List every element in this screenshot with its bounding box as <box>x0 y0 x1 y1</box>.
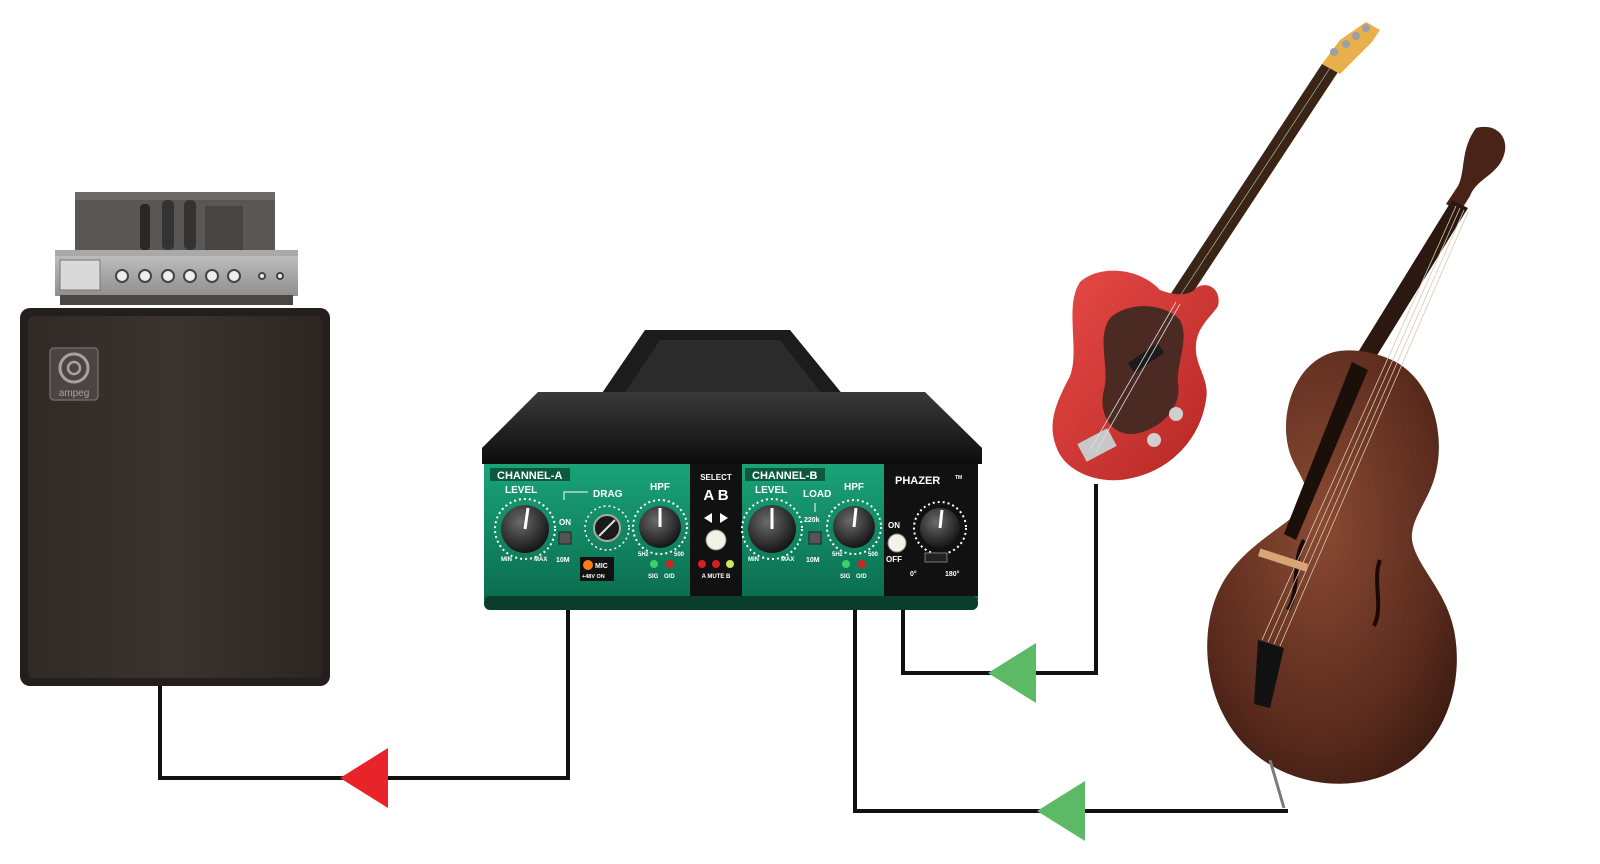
arrow-input-green-upright <box>1037 781 1085 841</box>
channel-b-level-knob[interactable] <box>741 498 803 560</box>
channel-b-hpf-500: 500 <box>868 552 879 558</box>
channel-a-sig-label: SIG <box>648 574 659 580</box>
mute-a-led <box>698 560 706 568</box>
channel-a-hpf-5hz: 5Hz <box>638 552 649 558</box>
di-box-chassis <box>482 392 982 464</box>
drag-trim-knob[interactable] <box>584 505 630 551</box>
select-footswitch[interactable] <box>705 529 727 551</box>
arrow-output-red <box>340 748 388 808</box>
mute-label: A MUTE B <box>702 574 731 580</box>
channel-b-od-label: O/D <box>856 574 867 580</box>
channel-a-hpf-500: 500 <box>674 552 685 558</box>
select-ab-label: A B <box>703 487 728 504</box>
mic-label: MIC <box>595 563 608 570</box>
channel-a-label: CHANNEL-A <box>497 470 562 482</box>
signal-arrows <box>340 643 1085 841</box>
tuning-pegs-icon <box>1330 24 1370 56</box>
phantom-label: +48V ON <box>582 574 605 580</box>
bass-amplifier: ampeg <box>20 192 330 686</box>
channel-a-min-label: MIN <box>501 557 512 563</box>
phazer-tm: TM <box>955 475 962 481</box>
amp-cabinet: ampeg <box>20 308 330 686</box>
channel-b-sig-led <box>842 560 850 568</box>
phazer-knob[interactable] <box>913 501 967 555</box>
channel-b-hpf-knob[interactable] <box>826 499 882 555</box>
amp-head <box>55 192 298 305</box>
ampeg-logo: ampeg <box>49 347 99 401</box>
channel-a-hpf-label: HPF <box>650 482 670 493</box>
drag-10m-label: 10M <box>556 557 570 564</box>
phazer-180deg: 180° <box>945 570 960 578</box>
drag-switch[interactable] <box>558 531 572 545</box>
phazer-0deg: 0° <box>910 570 917 578</box>
channel-b-level-label: LEVEL <box>755 485 787 496</box>
load-10m-label: 10M <box>806 557 820 564</box>
channel-b-od-led <box>858 560 866 568</box>
drag-label: DRAG <box>593 489 623 500</box>
electric-bass <box>1052 22 1380 481</box>
select-left-arrow-icon <box>704 513 712 523</box>
amp-brand-label: ampeg <box>59 388 90 399</box>
select-label: SELECT <box>700 473 732 482</box>
cable-upright-bass-to-di <box>853 610 1288 813</box>
phazer-on-label: ON <box>888 521 900 530</box>
amp-knobs <box>115 269 284 283</box>
bass-control-knobs-icon <box>1147 407 1183 447</box>
channel-a-hpf-knob[interactable] <box>632 499 688 555</box>
channel-a-max-label: MAX <box>534 557 547 563</box>
channel-b-min-label: MIN <box>748 557 759 563</box>
drag-on-label: ON <box>559 518 571 527</box>
load-220k-label: 220k <box>804 517 820 524</box>
select-right-arrow-icon <box>720 513 728 523</box>
phazer-off-label: OFF <box>886 555 902 564</box>
di-box: CHANNEL-A LEVEL MIN MAX DRAG ON 10M MIC … <box>482 330 982 610</box>
channel-a-od-label: O/D <box>664 574 675 580</box>
channel-a-od-led <box>666 560 674 568</box>
channel-b-sig-label: SIG <box>840 574 851 580</box>
mic-led <box>583 560 593 570</box>
mute-led <box>712 560 720 568</box>
load-label: LOAD <box>803 489 831 500</box>
mute-b-led <box>726 560 734 568</box>
channel-b-hpf-5hz: 5Hz <box>832 552 843 558</box>
channel-b-label: CHANNEL-B <box>752 470 817 482</box>
arrow-input-green-electric <box>988 643 1036 703</box>
channel-a-sig-led <box>650 560 658 568</box>
channel-b-hpf-label: HPF <box>844 482 864 493</box>
channel-b-max-label: MAX <box>781 557 794 563</box>
channel-a-level-knob[interactable] <box>494 498 556 560</box>
phazer-switch[interactable] <box>887 533 907 553</box>
load-switch[interactable] <box>808 531 822 545</box>
upright-bass <box>1207 126 1506 809</box>
phazer-label: PHAZER <box>895 475 940 487</box>
channel-a-level-label: LEVEL <box>505 485 537 496</box>
